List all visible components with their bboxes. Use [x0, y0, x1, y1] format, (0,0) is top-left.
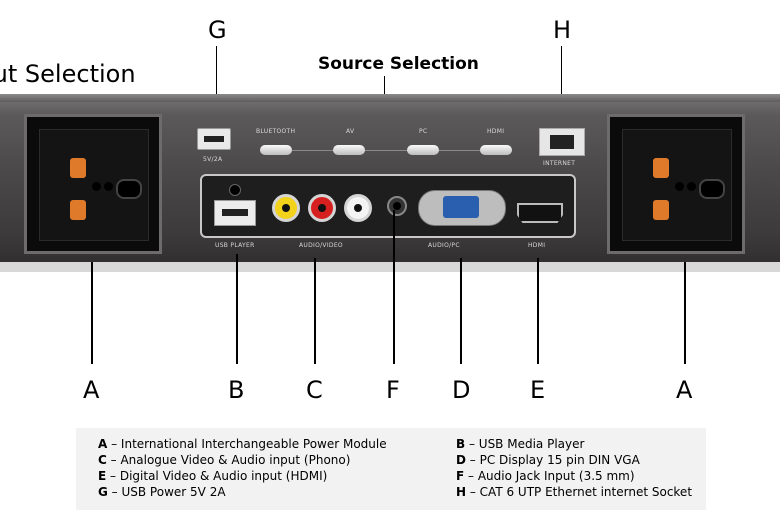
hdmi-button[interactable] [480, 145, 512, 155]
legend-item-e: E – Digital Video & Audio input (HDMI) [98, 469, 328, 483]
power-module-left [24, 114, 162, 254]
source-selection-title: Source Selection [318, 54, 479, 74]
leader-line-f [393, 210, 395, 364]
audio-pc-label: AUDIO/PC [428, 242, 460, 249]
audio-jack [387, 196, 407, 216]
leader-line-d [460, 258, 462, 364]
socket-hole [104, 182, 113, 191]
hdmi-port [517, 203, 563, 223]
socket-hole [675, 182, 684, 191]
usb-player-port [214, 200, 256, 226]
leader-line-e [537, 258, 539, 364]
leader-line-c [314, 258, 316, 364]
av-button[interactable] [333, 145, 365, 155]
vga-port [418, 190, 506, 226]
panel-top-edge [0, 94, 780, 102]
socket-pin [653, 158, 669, 178]
legend-item-f: F – Audio Jack Input (3.5 mm) [456, 469, 635, 483]
legend-item-g: G – USB Power 5V 2A [98, 485, 226, 499]
legend-item-h: H – CAT 6 UTP Ethernet internet Socket [456, 485, 693, 499]
rca-audio-white [344, 194, 372, 222]
usb-power-label: 5V/2A [203, 156, 223, 163]
callout-g: G [208, 16, 227, 44]
callout-e: E [530, 376, 546, 404]
ir-sensor [229, 184, 241, 196]
usb-power-port [197, 128, 231, 150]
socket-hole [687, 182, 696, 191]
callout-d: D [452, 376, 471, 404]
pc-button[interactable] [407, 145, 439, 155]
callout-a-left: A [83, 376, 100, 404]
socket-pin [70, 158, 86, 178]
legend-item-d: D – PC Display 15 pin DIN VGA [456, 453, 640, 467]
hdmi-label: HDMI [487, 128, 505, 135]
rca-video-yellow [272, 194, 300, 222]
bluetooth-label: BLUETOOTH [256, 128, 296, 135]
legend-box [76, 428, 706, 510]
socket-pin [70, 200, 86, 220]
legend-item-c: C – Analogue Video & Audio input (Phono) [98, 453, 351, 467]
power-module-right [607, 114, 745, 254]
socket-hole [116, 179, 142, 199]
source-button-rail [262, 150, 512, 151]
pc-label: PC [419, 128, 428, 135]
leader-line-b [236, 254, 238, 364]
usb-player-label: USB PLAYER [215, 242, 255, 249]
panel-bottom-edge [0, 262, 780, 272]
callout-h: H [553, 16, 572, 44]
leader-line-a-right [684, 262, 686, 364]
legend-item-b: B – USB Media Player [456, 437, 585, 451]
socket-hole [92, 182, 101, 191]
callout-a-right: A [676, 376, 693, 404]
socket-hole [699, 179, 725, 199]
av-label: AV [346, 128, 355, 135]
ethernet-port [539, 128, 585, 156]
callout-b: B [228, 376, 245, 404]
leader-line-a-left [91, 262, 93, 364]
rca-audio-red [308, 194, 336, 222]
callout-f: F [386, 376, 400, 404]
socket-pin [653, 200, 669, 220]
internet-label: INTERNET [543, 160, 576, 167]
callout-c: C [306, 376, 323, 404]
legend-item-a: A – International Interchangeable Power … [98, 437, 387, 451]
hdmi-bottom-label: HDMI [528, 242, 546, 249]
bluetooth-button[interactable] [260, 145, 292, 155]
input-selection-title: out Selection [0, 60, 136, 88]
audio-video-label: AUDIO/VIDEO [299, 242, 343, 249]
leader-line-h [561, 46, 562, 126]
leader-line-g [216, 46, 217, 124]
